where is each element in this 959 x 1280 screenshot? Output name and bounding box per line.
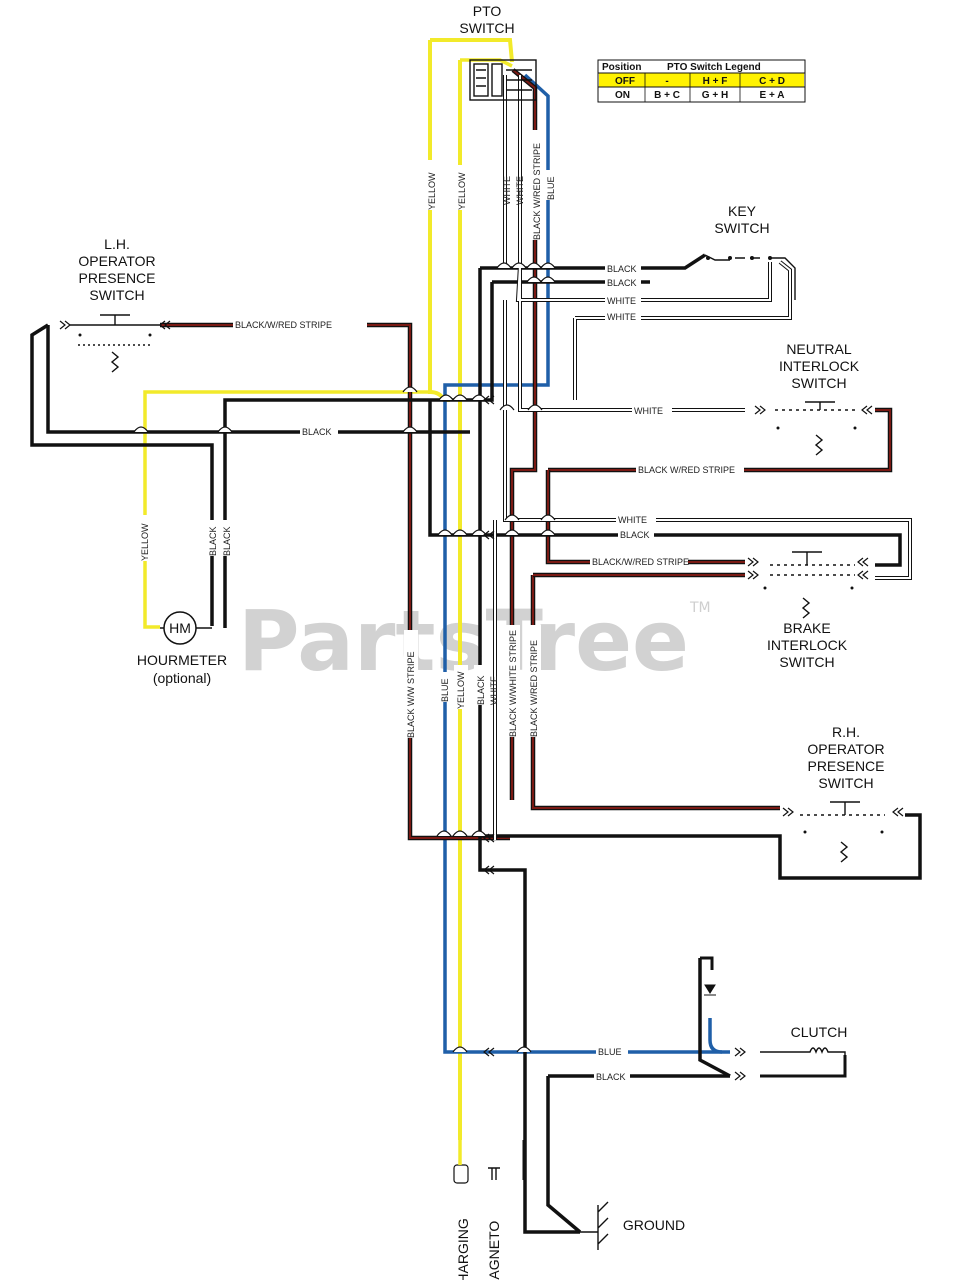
wire-label-black-brake: BLACK [620, 530, 650, 540]
wire-label-blue-2: BLUE [440, 678, 450, 702]
neutral-label-3: SWITCH [791, 375, 846, 391]
pto-legend-table: Position PTO Switch Legend OFF - H + F C… [597, 59, 806, 103]
diode [704, 984, 716, 996]
wire-label-black-2: BLACK [607, 278, 637, 288]
hourmeter-label: HOURMETER [137, 652, 227, 668]
key-switch: KEY SWITCH [704, 203, 796, 300]
brake-label-3: SWITCH [779, 654, 834, 670]
key-switch-label-2: SWITCH [714, 220, 769, 236]
hourmeter-symbol: HM [169, 620, 191, 636]
wire-label-white-1: WHITE [515, 176, 525, 205]
rh-operator-presence-switch: R.H. OPERATOR PRESENCE SWITCH [782, 724, 904, 863]
wire-label-yellow-2: YELLOW [457, 172, 467, 210]
wire-label-white-4: WHITE [607, 312, 636, 322]
pto-switch-label-2: SWITCH [459, 20, 514, 36]
legend-on-c2: G + H [702, 90, 728, 101]
wire-white [493, 75, 912, 840]
hourmeter: HM HOURMETER (optional) [137, 611, 227, 686]
wire-label-bw-stripe-neutral: BLACK W/RED STRIPE [638, 465, 735, 475]
neutral-interlock-switch: NEUTRAL INTERLOCK SWITCH [754, 341, 873, 456]
wire-label-blue-clutch: BLUE [598, 1047, 622, 1057]
rh-ops-label-4: SWITCH [818, 775, 873, 791]
wire-labels: YELLOW YELLOW WHITE WHITE BLACK W/RED ST… [138, 130, 744, 1082]
wire-connectors [59, 320, 746, 1081]
wire-label-yellow-hm: YELLOW [140, 523, 150, 561]
watermark-tm: TM [689, 600, 711, 616]
lh-ops-label-2: OPERATOR [78, 253, 155, 269]
legend-off-c3: C + D [759, 76, 785, 87]
legend-off-c1: - [665, 76, 668, 87]
magneto-label: MAGNETO [486, 1221, 502, 1280]
wire-black [30, 253, 922, 1234]
pto-switch-label-1: PTO [473, 3, 502, 19]
legend-on-c1: B + C [654, 90, 680, 101]
wire-label-bwhite-stripe-2: BLACK W/WHITE STRIPE [508, 630, 518, 737]
wires [30, 38, 922, 1234]
wire-label-bw-stripe-2: BLACK W/RED STRIPE [529, 640, 539, 737]
wire-label-black-clutch: BLACK [596, 1072, 626, 1082]
wire-label-black-lh: BLACK [302, 427, 332, 437]
brake-label-1: BRAKE [783, 620, 830, 636]
hourmeter-note: (optional) [153, 670, 211, 686]
wire-label-bwhite-stripe: BLACK W/W STRIPE [406, 651, 416, 738]
wire-label-blue-1: BLUE [546, 176, 556, 200]
ground: GROUND [580, 1201, 685, 1250]
brake-interlock-switch: BRAKE INTERLOCK SWITCH [747, 551, 869, 670]
wire-label-white-brake: WHITE [618, 515, 647, 525]
wire-label-yellow-3: YELLOW [456, 671, 466, 709]
legend-on: ON [615, 90, 630, 101]
wire-label-white-3: WHITE [607, 296, 636, 306]
brake-label-2: INTERLOCK [767, 637, 848, 653]
lh-ops-label-4: SWITCH [89, 287, 144, 303]
wire-label-yellow-1: YELLOW [427, 172, 437, 210]
pto-switch: PTO SWITCH [459, 3, 537, 101]
rh-ops-label-3: PRESENCE [807, 758, 884, 774]
wire-label-bw-stripe-brake: BLACK/W/RED STRIPE [592, 557, 689, 567]
lh-operator-presence-switch: L.H. OPERATOR PRESENCE SWITCH [70, 236, 160, 373]
key-switch-label-1: KEY [728, 203, 757, 219]
wire-label-bw-stripe-lh: BLACK/W/RED STRIPE [235, 320, 332, 330]
clutch-label: CLUTCH [791, 1024, 848, 1040]
wire-label-black-3: BLACK [476, 675, 486, 705]
wire-label-black-hm-2: BLACK [222, 526, 232, 556]
rh-ops-label-1: R.H. [832, 724, 860, 740]
charging-label: CHARGING [455, 1218, 471, 1280]
legend-off: OFF [615, 76, 635, 87]
legend-off-c2: H + F [703, 76, 728, 87]
wire-label-white-5: WHITE [489, 676, 499, 705]
ground-label: GROUND [623, 1217, 685, 1233]
legend-on-c3: E + A [760, 90, 785, 101]
neutral-label-2: INTERLOCK [779, 358, 860, 374]
wire-label-white-neutral: WHITE [634, 406, 663, 416]
wire-label-black-1: BLACK [607, 264, 637, 274]
charging-magneto-terminals: CHARGING MAGNETO [453, 1140, 502, 1280]
rh-ops-label-2: OPERATOR [807, 741, 884, 757]
wire-crossings [133, 262, 556, 1053]
clutch: CLUTCH [760, 1024, 847, 1060]
neutral-label-1: NEUTRAL [786, 341, 852, 357]
wire-label-black-hm-1: BLACK [208, 526, 218, 556]
legend-header-title: PTO Switch Legend [667, 62, 761, 73]
lh-ops-label-3: PRESENCE [78, 270, 155, 286]
legend-header-position: Position [602, 62, 641, 73]
wire-black-red-stripe [160, 68, 893, 841]
wire-label-bw-stripe-1: BLACK W/RED STRIPE [532, 143, 542, 240]
wire-label-white-2: WHITE [502, 176, 512, 205]
lh-ops-label-1: L.H. [104, 236, 130, 252]
